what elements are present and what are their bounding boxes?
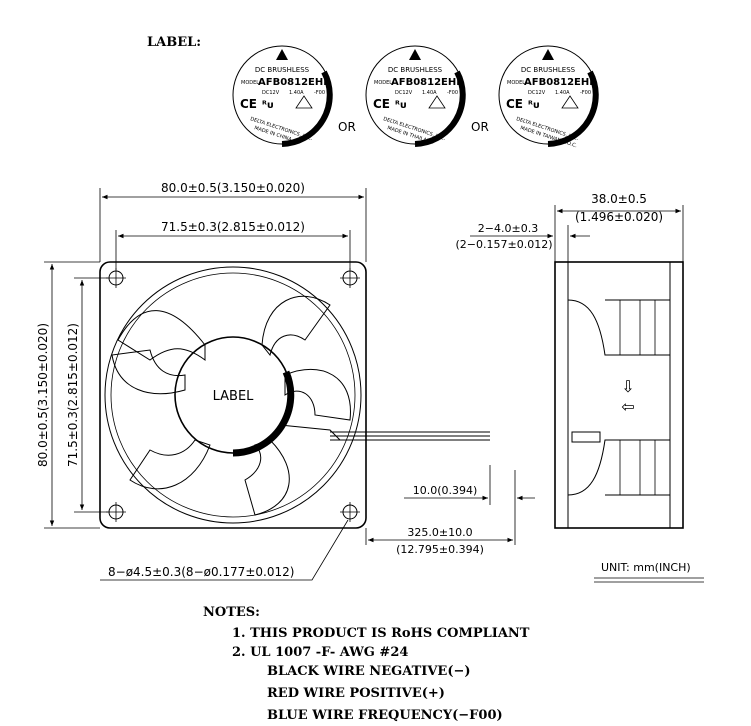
warning-triangle-icon [295, 95, 313, 109]
label-sticker-1: DC BRUSHLESS MODEL AFB0812EHE DC12V 1.40… [232, 45, 333, 147]
sticker-model-prefix: MODEL [241, 80, 259, 86]
sticker-model: AFB0812EHE [391, 77, 463, 88]
notes-heading: NOTES: [203, 605, 260, 620]
wire-duct [279, 424, 341, 441]
ce-mark-icon: CE [373, 97, 390, 111]
rotation-arrow-icon: ⇦ [621, 397, 634, 416]
unit-label: UNIT: mm(INCH) [601, 561, 691, 574]
note-item: BLUE WIRE FREQUENCY(−F00) [267, 708, 503, 723]
mounting-hole [106, 268, 126, 288]
notes: NOTES: 1. THIS PRODUCT IS RoHS COMPLIANT… [203, 605, 530, 723]
venturi-ring [104, 266, 362, 524]
side-frame [554, 261, 684, 529]
sticker-edge [281, 70, 333, 147]
sticker-model: AFB0812EHE [258, 77, 330, 88]
airflow-arrow-icon: ⇩ [621, 377, 634, 396]
dim-wire-length-in: (12.795±0.394) [396, 543, 484, 556]
sticker-rating-right: 1.40A [289, 90, 304, 96]
dim-wire-length-mm: 325.0±10.0 [407, 526, 472, 539]
delta-logo-icon [276, 49, 288, 60]
fan-frame [99, 261, 367, 529]
sticker-title: DC BRUSHLESS [255, 66, 310, 74]
ce-mark-icon: CE [506, 97, 523, 111]
or-text-1: OR [338, 120, 356, 134]
warning-triangle-icon [561, 95, 579, 109]
note-item: RED WIRE POSITIVE(+) [267, 686, 445, 701]
hole-leader [100, 519, 349, 581]
mounting-hole [106, 502, 126, 522]
note-item: 1. THIS PRODUCT IS RoHS COMPLIANT [232, 626, 530, 641]
side-view: ⇩ ⇦ 38.0±0.5 (1.496±0.020) 2−4.0±0.3 (2−… [456, 192, 684, 529]
delta-logo-icon [542, 49, 554, 60]
dim-height-holes: 71.5±0.3(2.815±0.012) [66, 323, 80, 467]
sticker-rating-right: 1.40A [422, 90, 437, 96]
delta-logo-icon [409, 49, 421, 60]
sticker-edge [547, 70, 599, 147]
dim-wire-strip: 10.0(0.394) [413, 484, 478, 497]
sticker-suffix: -F00 [447, 90, 458, 96]
sticker-rating-right: 1.40A [555, 90, 570, 96]
label-heading: LABEL: [147, 35, 201, 50]
sticker-suffix: -F00 [314, 90, 325, 96]
ul-mark-icon: ᴿᴜ [528, 100, 540, 111]
sticker-rating-left: DC12V [528, 90, 546, 96]
sticker-suffix: -F00 [580, 90, 591, 96]
sticker-edge [414, 70, 466, 147]
sticker-rating-left: DC12V [395, 90, 413, 96]
sticker-title: DC BRUSHLESS [388, 66, 443, 74]
note-item: 2. UL 1007 -F- AWG #24 [232, 645, 408, 660]
mounting-hole [340, 268, 360, 288]
dim-depth-mm: 38.0±0.5 [591, 192, 647, 206]
dim-holes: 8−ø4.5±0.3(8−ø0.177±0.012) [108, 565, 294, 579]
dim-flange-in: (2−0.157±0.012) [456, 238, 553, 251]
side-wire-exit [571, 431, 601, 443]
mounting-hole [340, 502, 360, 522]
sticker-model: AFB0812EHE [524, 77, 596, 88]
dim-height-overall: 80.0±0.5(3.150±0.020) [36, 323, 50, 467]
note-item: BLACK WIRE NEGATIVE(−) [267, 664, 471, 679]
ul-mark-icon: ᴿᴜ [262, 100, 274, 111]
dim-depth-in: (1.496±0.020) [575, 210, 663, 224]
ul-mark-icon: ᴿᴜ [395, 100, 407, 111]
sticker-rating-left: DC12V [262, 90, 280, 96]
sticker-model-prefix: MODEL [507, 80, 525, 86]
sticker-title: DC BRUSHLESS [521, 66, 576, 74]
dim-width-overall: 80.0±0.5(3.150±0.020) [161, 181, 305, 195]
front-view: LABEL 80.0±0.5(3.150±0.020) 71.5±0.3(2.8… [36, 181, 535, 581]
warning-triangle-icon [428, 95, 446, 109]
side-venturi-bottom [567, 439, 670, 496]
sticker-model-prefix: MODEL [374, 80, 392, 86]
hub-label-text: LABEL [213, 389, 255, 404]
label-sticker-2: DC BRUSHLESS MODEL AFB0812EHE DC12V 1.40… [365, 45, 466, 147]
fan-blades [111, 295, 351, 516]
label-sticker-3: DC BRUSHLESS MODEL AFB0812EHE DC12V 1.40… [498, 45, 599, 149]
side-venturi-top [567, 299, 670, 356]
hub-label-edge [232, 370, 295, 457]
dim-width-holes: 71.5±0.3(2.815±0.012) [161, 220, 305, 234]
venturi-ring-inner [110, 272, 356, 518]
or-text-2: OR [471, 120, 489, 134]
ce-mark-icon: CE [240, 97, 257, 111]
dim-flange-mm: 2−4.0±0.3 [478, 222, 538, 235]
